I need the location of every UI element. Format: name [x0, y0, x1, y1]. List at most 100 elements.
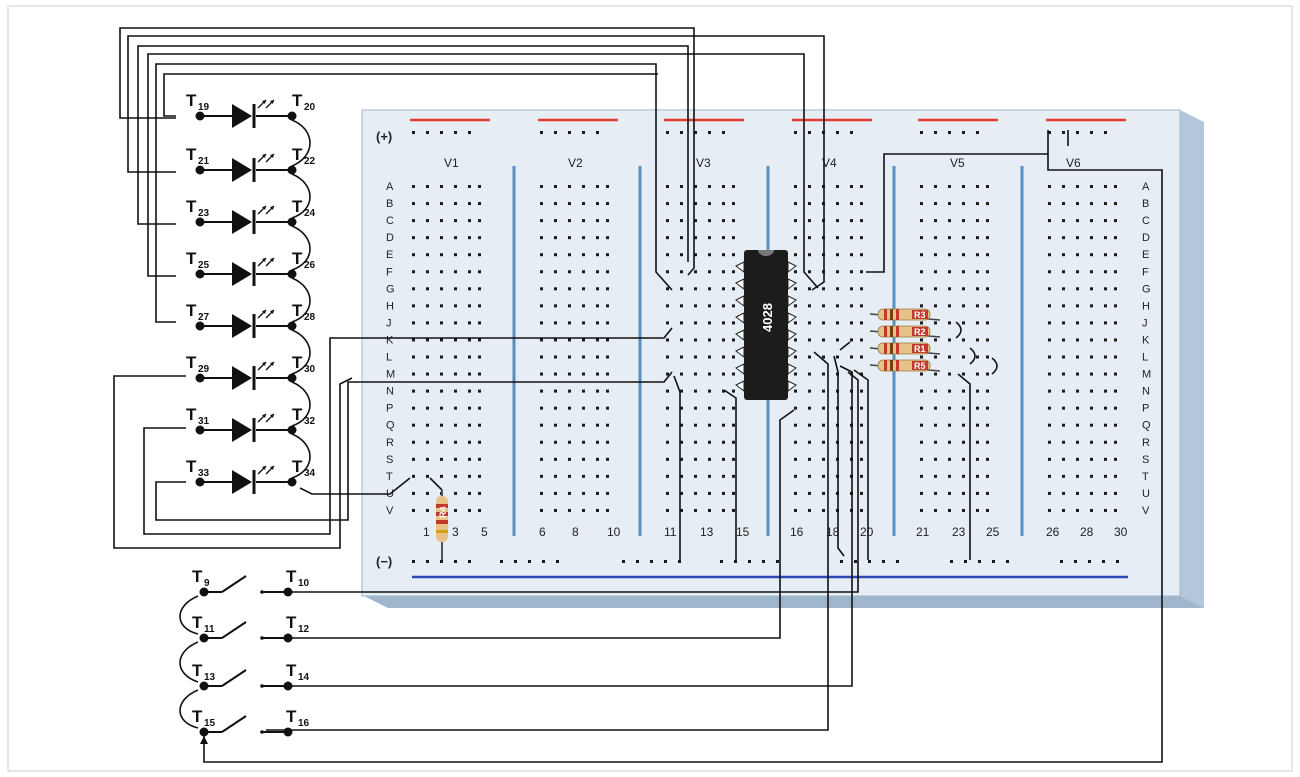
switch-terminal-dot[interactable]	[199, 727, 209, 737]
board-hole	[680, 219, 683, 223]
switch-terminal-dot[interactable]	[199, 587, 209, 597]
board-hole	[554, 304, 557, 308]
board-hole	[478, 372, 481, 376]
board-hole	[708, 372, 711, 376]
board-hole	[986, 270, 989, 274]
board-hole	[860, 202, 863, 206]
board-hole	[412, 406, 415, 410]
row-label: G	[1142, 283, 1151, 295]
switch-lever-icon[interactable]	[221, 621, 247, 639]
led-diode-icon	[232, 418, 252, 442]
board-hole	[596, 202, 599, 206]
board-hole	[794, 440, 797, 444]
board-hole	[694, 338, 697, 342]
board-hole	[426, 185, 429, 188]
switch-terminal-dot[interactable]	[283, 727, 293, 737]
terminal-dot[interactable]	[287, 373, 297, 383]
switch-lever-icon[interactable]	[221, 669, 247, 687]
terminal-label-left: T	[186, 301, 197, 320]
board-hole	[986, 253, 989, 257]
board-hole	[1048, 508, 1051, 512]
terminal-dot[interactable]	[287, 111, 297, 121]
switch-terminal-label-right: T	[286, 613, 297, 632]
wire	[147, 53, 819, 289]
board-hole	[426, 321, 429, 325]
board-hole	[468, 287, 471, 291]
terminal-dot[interactable]	[195, 217, 205, 227]
switch-terminal-label-left: T	[192, 661, 203, 680]
board-hole	[794, 287, 797, 291]
board-hole	[808, 508, 811, 512]
rail-hole	[542, 560, 545, 563]
row-label: K	[1142, 334, 1150, 346]
row-label: L	[386, 352, 392, 364]
terminal-dot[interactable]	[287, 269, 297, 279]
board-hole	[962, 185, 965, 188]
rail-hole	[568, 131, 571, 134]
switch-terminal-dot[interactable]	[283, 633, 293, 643]
terminal-dot[interactable]	[287, 477, 297, 487]
board-hole	[478, 440, 481, 444]
board-hole	[850, 236, 853, 240]
row-label: F	[1142, 266, 1149, 278]
terminal-dot[interactable]	[195, 425, 205, 435]
board-hole	[976, 457, 979, 461]
terminal-dot[interactable]	[287, 425, 297, 435]
board-hole	[1062, 202, 1065, 206]
switch-terminal-dot[interactable]	[283, 587, 293, 597]
terminal-dot[interactable]	[195, 321, 205, 331]
rail-hole	[1116, 560, 1119, 563]
board-hole	[722, 338, 725, 342]
board-hole	[568, 372, 571, 376]
switch-terminal-number-right: 12	[298, 624, 310, 635]
terminal-dot[interactable]	[195, 111, 205, 121]
board-hole	[540, 338, 543, 342]
switch-terminal-dot[interactable]	[199, 633, 209, 643]
rail-hole	[1102, 560, 1105, 563]
terminal-dot[interactable]	[287, 165, 297, 175]
board-hole	[708, 355, 711, 359]
board-hole	[732, 270, 735, 274]
ic-4028[interactable]: 4028	[735, 250, 797, 400]
board-hole	[540, 236, 543, 240]
column-label: 28	[1080, 525, 1094, 539]
board-hole	[582, 321, 585, 325]
switch-lever-icon[interactable]	[221, 575, 247, 593]
board-hole	[412, 287, 415, 291]
switch-terminal-label-left: T	[192, 613, 203, 632]
board-hole	[454, 338, 457, 342]
switch-terminal-dot[interactable]	[199, 681, 209, 691]
terminal-dot[interactable]	[287, 321, 297, 331]
terminal-dot[interactable]	[195, 477, 205, 487]
switch-terminal-number-right: 16	[298, 718, 310, 729]
terminal-label-left: T	[186, 249, 197, 268]
board-hole	[694, 185, 697, 188]
terminal-number-left: 29	[198, 364, 210, 375]
board-hole	[478, 253, 481, 257]
terminal-dot[interactable]	[195, 373, 205, 383]
board-hole	[426, 270, 429, 274]
rail-hole	[1074, 560, 1077, 563]
board-hole	[680, 406, 683, 410]
switch-terminal-dot[interactable]	[283, 681, 293, 691]
row-label: Q	[386, 420, 395, 432]
board-hole	[440, 389, 443, 393]
board-hole	[1104, 355, 1107, 359]
terminal-dot[interactable]	[287, 217, 297, 227]
board-hole	[1104, 253, 1107, 257]
switch-lever-icon[interactable]	[221, 715, 247, 733]
board-hole	[850, 202, 853, 206]
board-hole	[794, 253, 797, 257]
board-hole	[794, 304, 797, 308]
terminal-dot[interactable]	[195, 269, 205, 279]
board-hole	[606, 321, 609, 325]
row-label: J	[386, 317, 392, 329]
board-hole	[554, 440, 557, 444]
board-hole	[920, 423, 923, 427]
rail-hole	[666, 131, 669, 134]
rail-hole	[528, 560, 531, 563]
terminal-dot[interactable]	[195, 165, 205, 175]
board-hole	[680, 389, 683, 393]
board-hole	[1048, 406, 1051, 410]
board-hole	[478, 338, 481, 342]
